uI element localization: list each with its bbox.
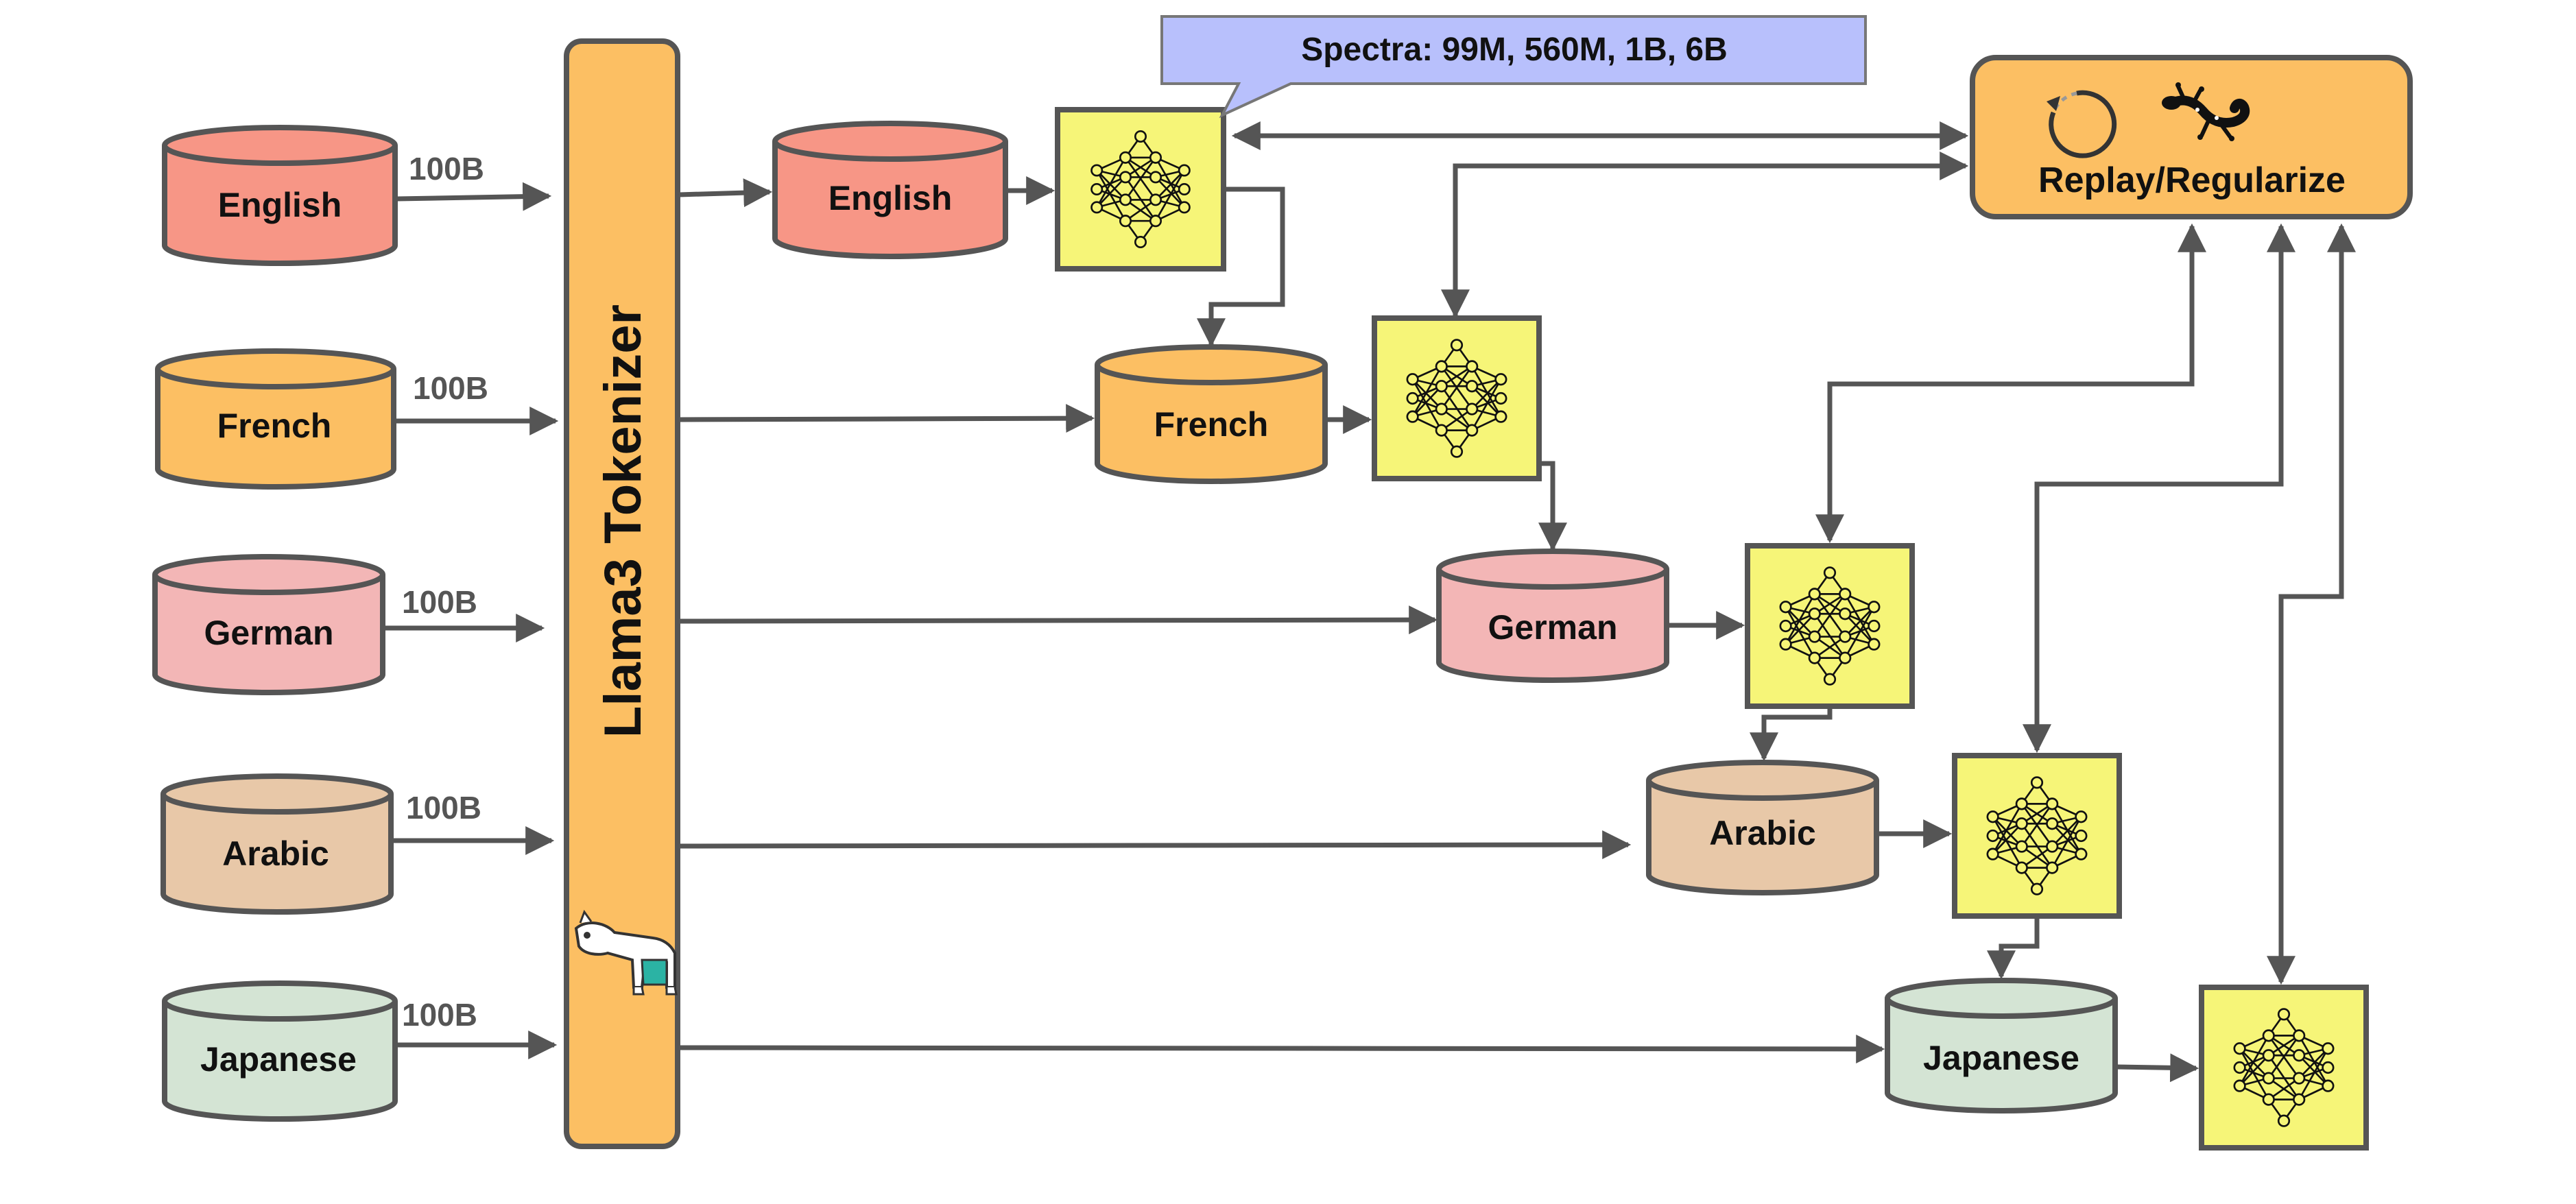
- network-japanese: [2199, 985, 2369, 1151]
- source-english: English: [162, 125, 398, 266]
- stage-english-label: English: [828, 179, 953, 217]
- tokenizer-label: Llama3 Tokenizer: [594, 304, 652, 738]
- source-french: French: [155, 348, 396, 490]
- source-french-label: French: [217, 407, 332, 445]
- arrow-tokenizer-arabic: [678, 830, 1632, 860]
- source-japanese: Japanese: [162, 980, 398, 1122]
- arrow-net-german-to-arabic: [1750, 706, 1833, 762]
- stage-english: English: [772, 121, 1008, 259]
- stage-french: French: [1095, 344, 1328, 484]
- network-english: [1055, 107, 1226, 272]
- gecko-icon: [2162, 82, 2250, 141]
- volume-english: 100B: [409, 151, 484, 186]
- stage-arabic-label: Arabic: [1709, 814, 1816, 852]
- spectra-callout: Spectra: 99M, 560M, 1B, 6B: [1160, 15, 1867, 119]
- source-german: German: [152, 554, 385, 695]
- stage-arabic: Arabic: [1646, 760, 1879, 895]
- volume-french: 100B: [413, 370, 488, 406]
- link-replay-french: [1441, 152, 1969, 319]
- source-to-tokenizer-arrows: [384, 182, 559, 1059]
- network-arabic: [1952, 753, 2122, 919]
- arrow-english-tokenizer: [396, 182, 552, 211]
- arrow-tokenizer-japanese: [678, 1034, 1885, 1063]
- arrow-net-english-to-french: [1197, 186, 1285, 348]
- replay-label: Replay/Regularize: [2038, 160, 2346, 200]
- source-arabic-label: Arabic: [222, 834, 329, 873]
- link-replay-german: [1815, 223, 2206, 544]
- stage-german: German: [1436, 549, 1669, 683]
- source-german-label: German: [204, 614, 334, 652]
- volume-german: 100B: [402, 584, 477, 620]
- arrow-tokenizer-english: [678, 178, 773, 208]
- link-replay-japanese: [2267, 223, 2356, 985]
- arrow-net-arabic-to-japanese: [1987, 917, 2040, 980]
- link-replay-arabic: [2023, 223, 2295, 754]
- arrow-net-french-to-german: [1538, 461, 1567, 552]
- stage-japanese-label: Japanese: [1923, 1039, 2079, 1077]
- spectra-callout-text: Spectra: 99M, 560M, 1B, 6B: [1301, 32, 1728, 68]
- llama-icon: [574, 909, 678, 996]
- arrow-stage-japanese-net: [2116, 1053, 2199, 1083]
- arrow-tokenizer-german: [678, 605, 1438, 635]
- arrow-tokenizer-french: [678, 404, 1095, 433]
- replay-connections: [1231, 121, 2356, 985]
- tokenizer: Llama3 Tokenizer: [564, 38, 680, 1149]
- tokenizer-to-stage-arrows: [678, 178, 1885, 1063]
- volume-arabic: 100B: [406, 790, 481, 826]
- network-german: [1745, 543, 1915, 709]
- stage-french-label: French: [1154, 405, 1269, 444]
- source-arabic: Arabic: [160, 773, 394, 915]
- replay-cycle-icon: [2047, 90, 2117, 158]
- stage-to-network-arrows: [1007, 176, 2199, 1083]
- stage-japanese: Japanese: [1885, 978, 2118, 1113]
- network-french: [1372, 315, 1542, 481]
- replay-box: Replay/Regularize: [1970, 55, 2413, 219]
- source-english-label: English: [218, 186, 342, 224]
- volume-japanese: 100B: [402, 997, 477, 1033]
- stage-german-label: German: [1488, 608, 1618, 647]
- source-japanese-label: Japanese: [200, 1040, 357, 1079]
- network-to-next-stage-arrows: [1197, 186, 2040, 980]
